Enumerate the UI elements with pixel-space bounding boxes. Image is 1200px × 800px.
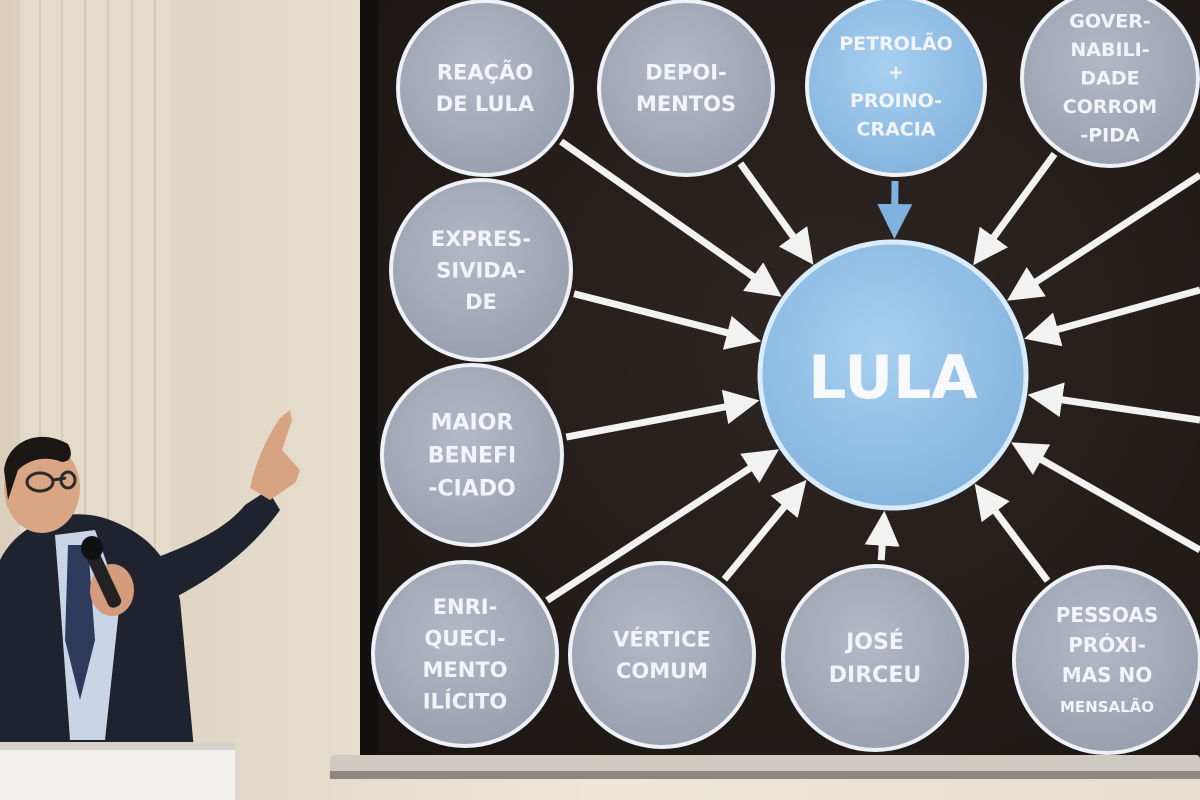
node-circle [597,0,775,177]
node-vertice-comum: VÉRTICE COMUM [568,561,756,749]
node-label: VÉRTICE COMUM [613,627,711,684]
node-enriquecimento: ENRI- QUECI- MENTO ILÍCITO [371,560,559,748]
node-label: REAÇÃO DE LULA [436,60,535,117]
arrow [721,479,807,582]
node-label-line: MAIOR [431,411,514,436]
node-label-line: EXPRES- [431,227,531,251]
node-label-line: PESSOAS [1056,603,1159,627]
node-label-line: PROINO- [850,90,942,112]
presenter-glasses [25,470,77,493]
node-circle [396,0,574,177]
node-label-line: MENTOS [636,92,736,116]
node-expressividade: EXPRES- SIVIDA- DE [389,178,573,362]
node-label-line: -CIADO [428,477,515,502]
arrow [973,151,1058,266]
node-reacao-de-lula: REAÇÃO DE LULA [396,0,574,177]
node-label: DEPOI- MENTOS [636,61,736,117]
node-label-line: REAÇÃO [437,60,533,85]
arrows-layer [545,138,1200,604]
node-label-line: ENRI- [433,595,498,619]
node-label: JOSÉ DIRCEU [829,629,921,688]
center-label: LULA [808,343,978,413]
node-label-line: MAS NO [1062,663,1153,687]
node-label: PETROLÃO + PROINO- CRACIA [839,31,953,140]
node-label-line: NABILI- [1070,39,1149,61]
screen-roller-shadow [330,771,1200,779]
arrow [737,161,814,265]
node-label-line: COMUM [616,659,708,683]
node-circle [371,560,559,748]
center-node: LULA [757,239,1029,511]
node-label-line: DADE [1080,68,1139,90]
center-circle [757,239,1029,511]
node-label-line: CORROM [1063,96,1157,118]
node-petrolao: PETROLÃO + PROINO- CRACIA [805,0,987,177]
arrow-offscreen [1024,286,1200,347]
arrow-offscreen [1006,172,1200,301]
presenter-hand [250,410,300,500]
node-circle [380,363,564,547]
node-label-line: BENEFI [428,444,516,469]
node-label-line: SIVIDA- [436,258,525,282]
microphone-head [81,536,103,560]
node-circle [805,0,987,177]
node-circle [1020,0,1200,168]
node-label-line: CRACIA [857,118,936,140]
node-label-line: DEPOI- [645,61,727,85]
nodes-layer: REAÇÃO DE LULA DEPOI- MENTOS PETROLÃO + PROI… [371,0,1200,755]
node-label: MAIOR BENEFI -CIADO [428,411,516,502]
screen-roller-bar [330,755,1200,775]
node-jose-dirceu: JOSÉ DIRCEU [781,564,969,752]
node-circle [389,178,573,362]
node-label: GOVER- NABILI- DADE CORROM -PIDA [1063,11,1157,147]
node-label-line: + [888,61,904,83]
node-circle [781,564,969,752]
node-label-line: MENSALÃO [1060,697,1154,716]
node-circle [1012,565,1200,755]
arrow [545,449,780,604]
arrow [559,138,782,297]
node-label-line: PRÓXI- [1068,633,1146,657]
node-label-line: DE [465,290,497,314]
node-label-line: QUECI- [424,627,505,651]
node-maior-beneficiado: MAIOR BENEFI -CIADO [380,363,564,547]
node-label-line: MENTO [423,658,508,682]
arrow [864,510,900,561]
node-label-line: GOVER- [1069,11,1150,33]
presenter [0,410,300,760]
arrow [573,290,762,350]
podium-edge [0,742,235,750]
arrow [877,180,913,240]
node-label-line: DIRCEU [829,663,921,688]
node-label-line: PETROLÃO [839,31,953,55]
node-label-line: VÉRTICE [613,627,711,652]
node-depoimentos: DEPOI- MENTOS [597,0,775,177]
presenter-hair [4,436,71,500]
node-label: EXPRES- SIVIDA- DE [431,227,531,314]
podium [0,742,235,800]
presenter-arm [150,490,280,600]
node-pessoas-proximas: PESSOAS PRÓXI- MAS NO MENSALÃO [1012,565,1200,755]
node-governabilidade: GOVER- NABILI- DADE CORROM -PIDA [1020,0,1200,168]
node-label: PESSOAS PRÓXI- MAS NO MENSALÃO [1056,603,1159,716]
node-label: ENRI- QUECI- MENTO ILÍCITO [423,595,508,714]
node-label-line: DE LULA [436,92,535,116]
arrow [565,389,760,441]
arrow [974,483,1051,583]
node-label-line: ILÍCITO [423,689,507,714]
arrow-offscreen [1011,442,1200,554]
presenter-tie [65,545,95,700]
arrow-offscreen [1027,382,1200,424]
node-circle [568,561,756,749]
node-label-line: -PIDA [1080,125,1140,147]
node-label-line: JOSÉ [844,629,904,655]
